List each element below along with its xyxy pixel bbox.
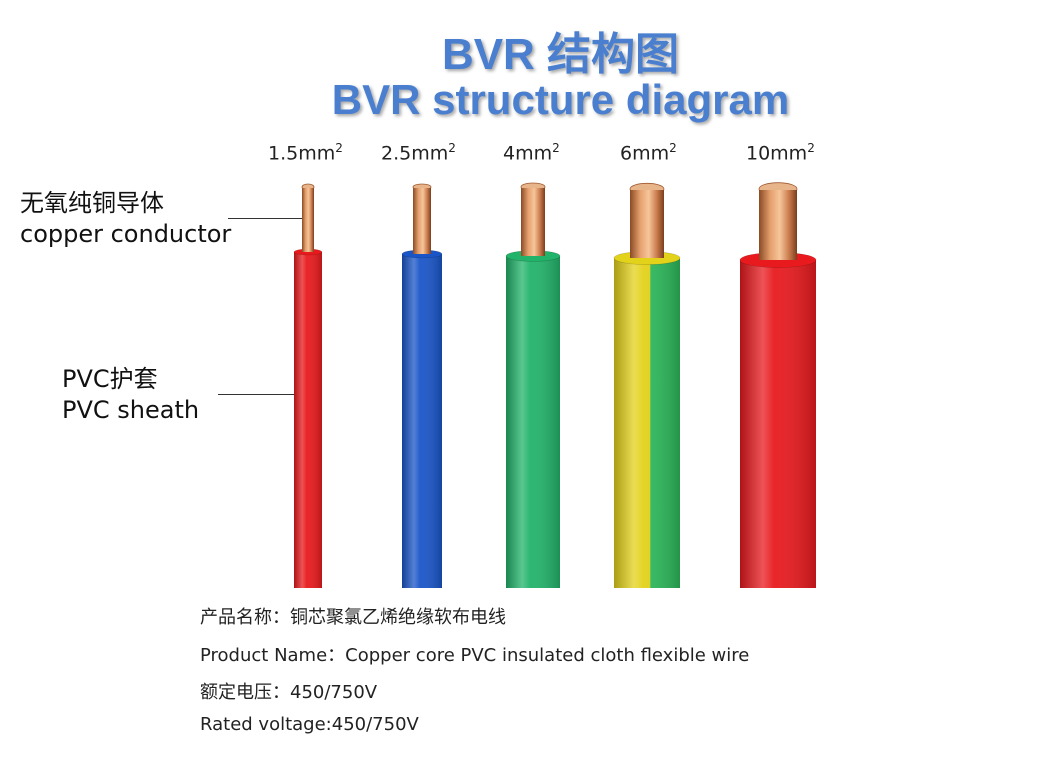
- wire-10mm: [739, 182, 817, 588]
- product-name-en: Product Name：Copper core PVC insulated c…: [200, 645, 750, 666]
- copper-conductor-front: [630, 190, 664, 258]
- wire-2-5mm: [401, 183, 443, 588]
- wire-6mm: [613, 182, 681, 588]
- wire-4mm: [505, 182, 561, 588]
- size-label-10mm: 10mm2: [746, 141, 815, 165]
- callout-conductor-cn: 无氧纯铜导体: [20, 189, 164, 217]
- size-label-6mm: 6mm2: [620, 141, 677, 165]
- rated-voltage-cn: 额定电压：450/750V: [200, 682, 378, 703]
- sheath-shine: [402, 254, 442, 588]
- sheath-leader-line: [218, 394, 300, 395]
- sheath-shine: [614, 258, 680, 588]
- copper-conductor-front: [302, 188, 314, 252]
- sheath-shine: [740, 260, 816, 588]
- size-label-4mm: 4mm2: [503, 141, 560, 165]
- size-label-1-5mm: 1.5mm2: [268, 141, 343, 165]
- rated-voltage-en: Rated voltage:450/750V: [200, 714, 419, 735]
- callout-sheath-en: PVC sheath: [62, 396, 200, 424]
- sheath-shine: [294, 252, 322, 588]
- product-name-cn: 产品名称：铜芯聚氯乙烯绝缘软布电线: [200, 607, 506, 628]
- copper-conductor-front: [759, 190, 797, 260]
- title-english: BVR structure diagram: [331, 76, 790, 123]
- wire-1-5mm: [293, 183, 323, 588]
- callout-copper-conductor: 无氧纯铜导体 copper conductor: [20, 188, 231, 250]
- callout-pvc-sheath: PVC护套 PVC sheath: [62, 364, 199, 426]
- copper-conductor-front: [521, 188, 545, 256]
- callout-sheath-cn: PVC护套: [62, 365, 158, 393]
- conductor-leader-line: [228, 218, 310, 219]
- size-label-2-5mm: 2.5mm2: [381, 141, 456, 165]
- title-chinese: BVR 结构图: [441, 30, 680, 79]
- sheath-shine: [506, 256, 560, 588]
- callout-conductor-en: copper conductor: [20, 220, 232, 248]
- copper-conductor-front: [413, 188, 431, 254]
